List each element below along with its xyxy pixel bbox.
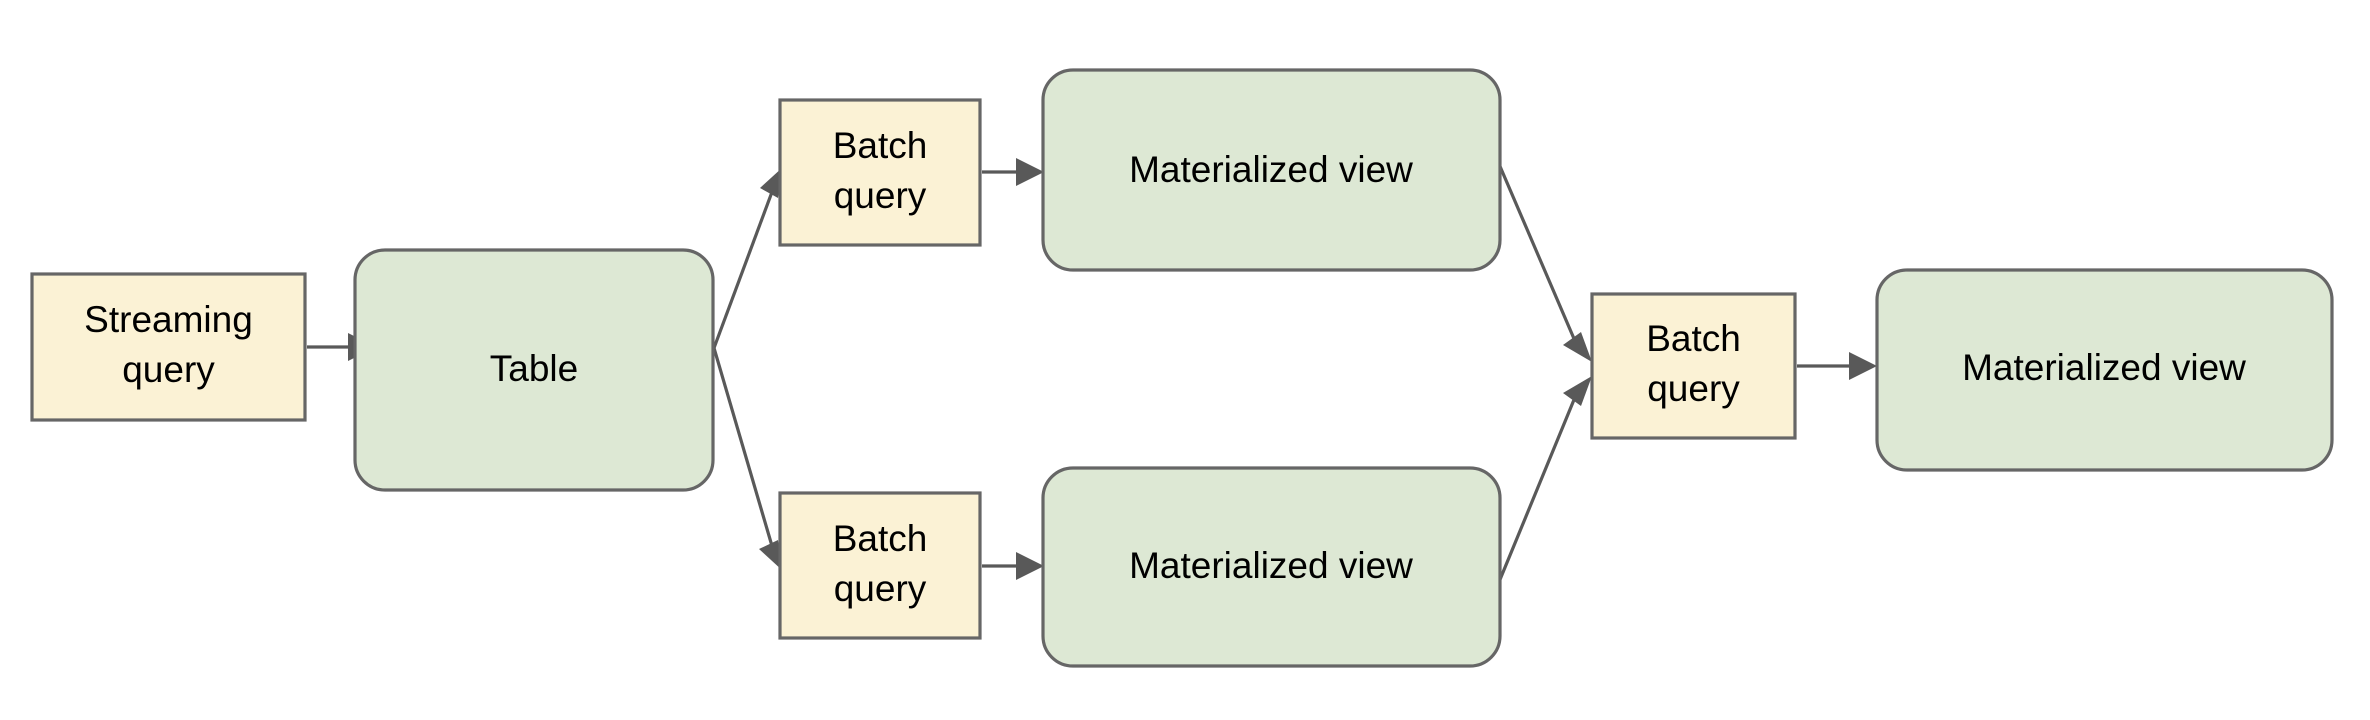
node-materialized-view-final[interactable]: Materialized view [1875,268,2334,472]
batch-query-merge-label-line-2: query [1647,368,1740,409]
table-box[interactable] [353,248,715,492]
node-table[interactable]: Table [353,248,715,492]
arrow-head-icon [1849,352,1877,380]
batch-query-bottom-label-line-2: query [834,568,927,609]
batch-query-merge-box[interactable] [1590,292,1797,440]
materialized-view-top-box[interactable] [1041,68,1502,272]
arrow-head-icon [1016,552,1044,580]
edge-view-bottom-to-batch-merge [1497,376,1592,583]
arrow-head-icon [759,540,783,571]
batch-query-top-label-line-1: Batch [833,125,928,166]
edge-batch-bottom-to-view-bottom [982,552,1044,580]
node-batch-query-merge[interactable]: Batch query [1590,292,1797,440]
materialized-view-top-label: Materialized view [1129,149,1413,190]
nodes-layer: Streaming query Table Batch query Materi… [30,68,2334,668]
batch-query-bottom-label-line-1: Batch [833,518,928,559]
arrow-head-icon [1563,332,1592,362]
materialized-view-final-box[interactable] [1875,268,2334,472]
materialized-view-bottom-box[interactable] [1041,466,1502,668]
table-label: Table [490,348,578,389]
arrow-head-icon [1563,376,1592,406]
batch-query-top-label-line-2: query [834,175,927,216]
edge-view-top-to-batch-merge [1497,163,1592,362]
streaming-query-box[interactable] [30,272,307,422]
edge-batch-merge-to-view-final [1797,352,1877,380]
materialized-view-bottom-label: Materialized view [1129,545,1413,586]
edge-table-to-batch-bottom [712,347,783,571]
batch-query-top-box[interactable] [778,98,982,247]
materialized-view-final-label: Materialized view [1962,347,2246,388]
node-streaming-query[interactable]: Streaming query [30,272,307,422]
edge-table-to-batch-top [712,167,783,349]
node-materialized-view-top[interactable]: Materialized view [1041,68,1502,272]
node-batch-query-top[interactable]: Batch query [778,98,982,247]
streaming-query-label-line-1: Streaming [84,299,253,340]
arrow-head-icon [1016,158,1044,186]
edge-batch-top-to-view-top [982,158,1044,186]
node-materialized-view-bottom[interactable]: Materialized view [1041,466,1502,668]
streaming-query-label-line-2: query [122,349,215,390]
batch-query-bottom-box[interactable] [778,491,982,640]
arrow-head-icon [760,167,783,198]
edges-layer [307,158,1877,583]
batch-query-merge-label-line-1: Batch [1646,318,1741,359]
node-batch-query-bottom[interactable]: Batch query [778,491,982,640]
